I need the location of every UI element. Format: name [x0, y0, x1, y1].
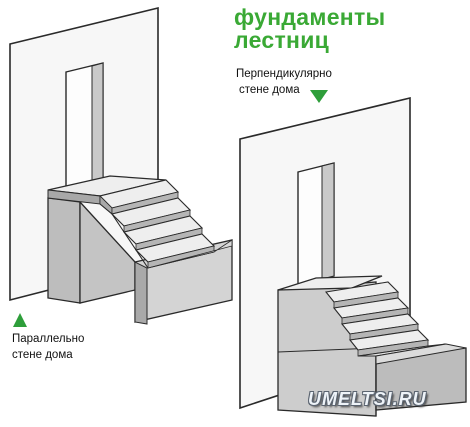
left-doorway: [65, 62, 104, 191]
caption-parallel-line-1: Параллельно: [12, 333, 85, 345]
perpendicular-staircase-drawing: [239, 90, 467, 417]
triangle-down-icon: [310, 90, 328, 103]
parallel-staircase-drawing: [9, 6, 233, 327]
caption-parallel: Параллельно стене дома: [12, 331, 84, 363]
title-line-2: лестниц: [234, 27, 330, 53]
caption-perpendicular-line-2: стене дома: [239, 84, 300, 96]
right-steps: [324, 281, 467, 365]
caption-perpendicular-line-1: Перпендикулярно: [236, 68, 332, 80]
caption-parallel-line-2: стене дома: [12, 349, 73, 361]
right-doorway: [297, 162, 335, 285]
right-landing: [277, 275, 383, 291]
site-watermark: UMELTSI.RU: [308, 389, 427, 409]
triangle-up-icon: [13, 313, 27, 327]
caption-perpendicular: Перпендикулярно стене дома: [236, 66, 332, 98]
title-line-1: фундаменты: [234, 4, 386, 30]
left-steps: [98, 179, 233, 269]
diagram-title: фундаменты лестниц: [234, 6, 386, 52]
